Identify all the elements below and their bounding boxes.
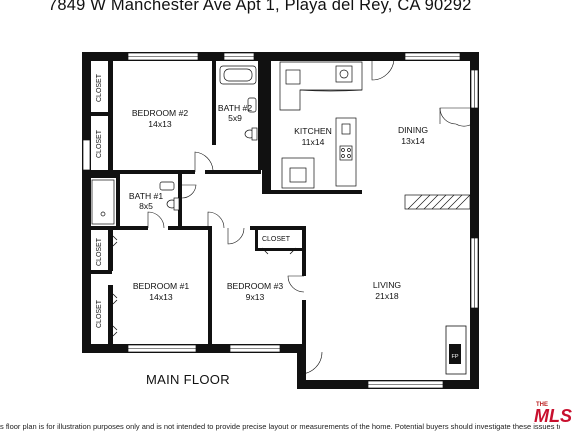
wall-bedroom3-top [250,226,306,230]
kitchen-counters [279,61,363,189]
dining-size: 13x14 [401,136,425,146]
living-size: 21x18 [375,291,399,301]
mls-logo: THE MLS [534,402,572,424]
wall-left [82,52,91,352]
closet-label-a: CLOSET [96,73,103,102]
wall-kitchen-bottom [262,190,362,194]
wall-bedroom3-right-lower [302,300,306,352]
disclaimer-text: s floor plan is for illustration purpose… [0,422,560,431]
wall-closet-e-left [255,226,258,251]
closet-label-d: CLOSET [96,299,103,328]
bedroom3-name: BEDROOM #3 [227,281,284,291]
closet-label-b: CLOSET [96,129,103,158]
bath2-name: BATH #2 [218,103,252,113]
bath2-sink [247,97,257,113]
fixtures [91,65,258,225]
wall-closet-c-right [108,226,113,271]
wall-bath2-right [258,60,263,170]
wall-hall-top [205,170,261,174]
wall-closet-d-right [108,285,113,345]
door-swings [147,57,473,375]
wall-bath1-right [178,174,182,229]
closet-label-e: CLOSET [262,236,291,243]
wall-living-left-lower [297,350,306,389]
wall-hall-bottom [168,226,208,230]
kitchen-size: 11x14 [302,137,325,147]
wall-closet-divider-1 [90,112,110,116]
window-left [82,139,91,171]
fireplace: FP [445,325,467,375]
wall-bedroom2-right [212,60,216,145]
interior-walls [90,60,362,352]
refrigerator [289,167,307,183]
bedroom1-name: BEDROOM #1 [133,281,190,291]
wall-top-kitchen [262,52,367,61]
bath2-size: 5x9 [228,113,242,123]
closet-label-c: CLOSET [96,237,103,266]
wall-closet-divider-2 [90,270,112,274]
bath1-name: BATH #1 [129,191,163,201]
appliance [341,123,351,135]
wall-kitchen-left [262,60,271,192]
wall-closets-top-right [108,60,113,170]
divider-hatched [404,194,471,210]
bedroom1-size: 14x13 [149,292,173,302]
bedroom2-name: BEDROOM #2 [132,108,189,118]
bedroom2-size: 14x13 [148,119,172,129]
wall-bedroom2-bottom [90,170,195,174]
bath1-sink [159,181,175,191]
address-title: 7849 W Manchester Ave Apt 1, Playa del R… [48,0,472,14]
logo-text-main: MLS [534,406,572,424]
shower [91,179,115,225]
logo-text-small: THE [536,402,548,408]
bath1-size: 8x5 [139,201,153,211]
wall-bath1-left [116,174,120,230]
wall-closet-bath1-top [90,174,120,178]
floor-label: MAIN FLOOR [146,372,230,387]
kitchen-name: KITCHEN [294,126,332,136]
stove-upper [285,69,301,85]
living-name: LIVING [373,280,401,290]
closet-doors [110,64,297,340]
wall-bedroom1-right [208,226,212,346]
wall-bedroom3-right-upper [302,226,306,276]
bedroom3-size: 9x13 [246,292,265,302]
fireplace-label: FP [451,354,458,360]
cooktop [339,145,353,161]
wall-right [470,52,479,389]
wall-bath1-bottom [90,226,148,230]
wall-closet-e-bottom [258,248,302,251]
dining-name: DINING [398,125,428,135]
